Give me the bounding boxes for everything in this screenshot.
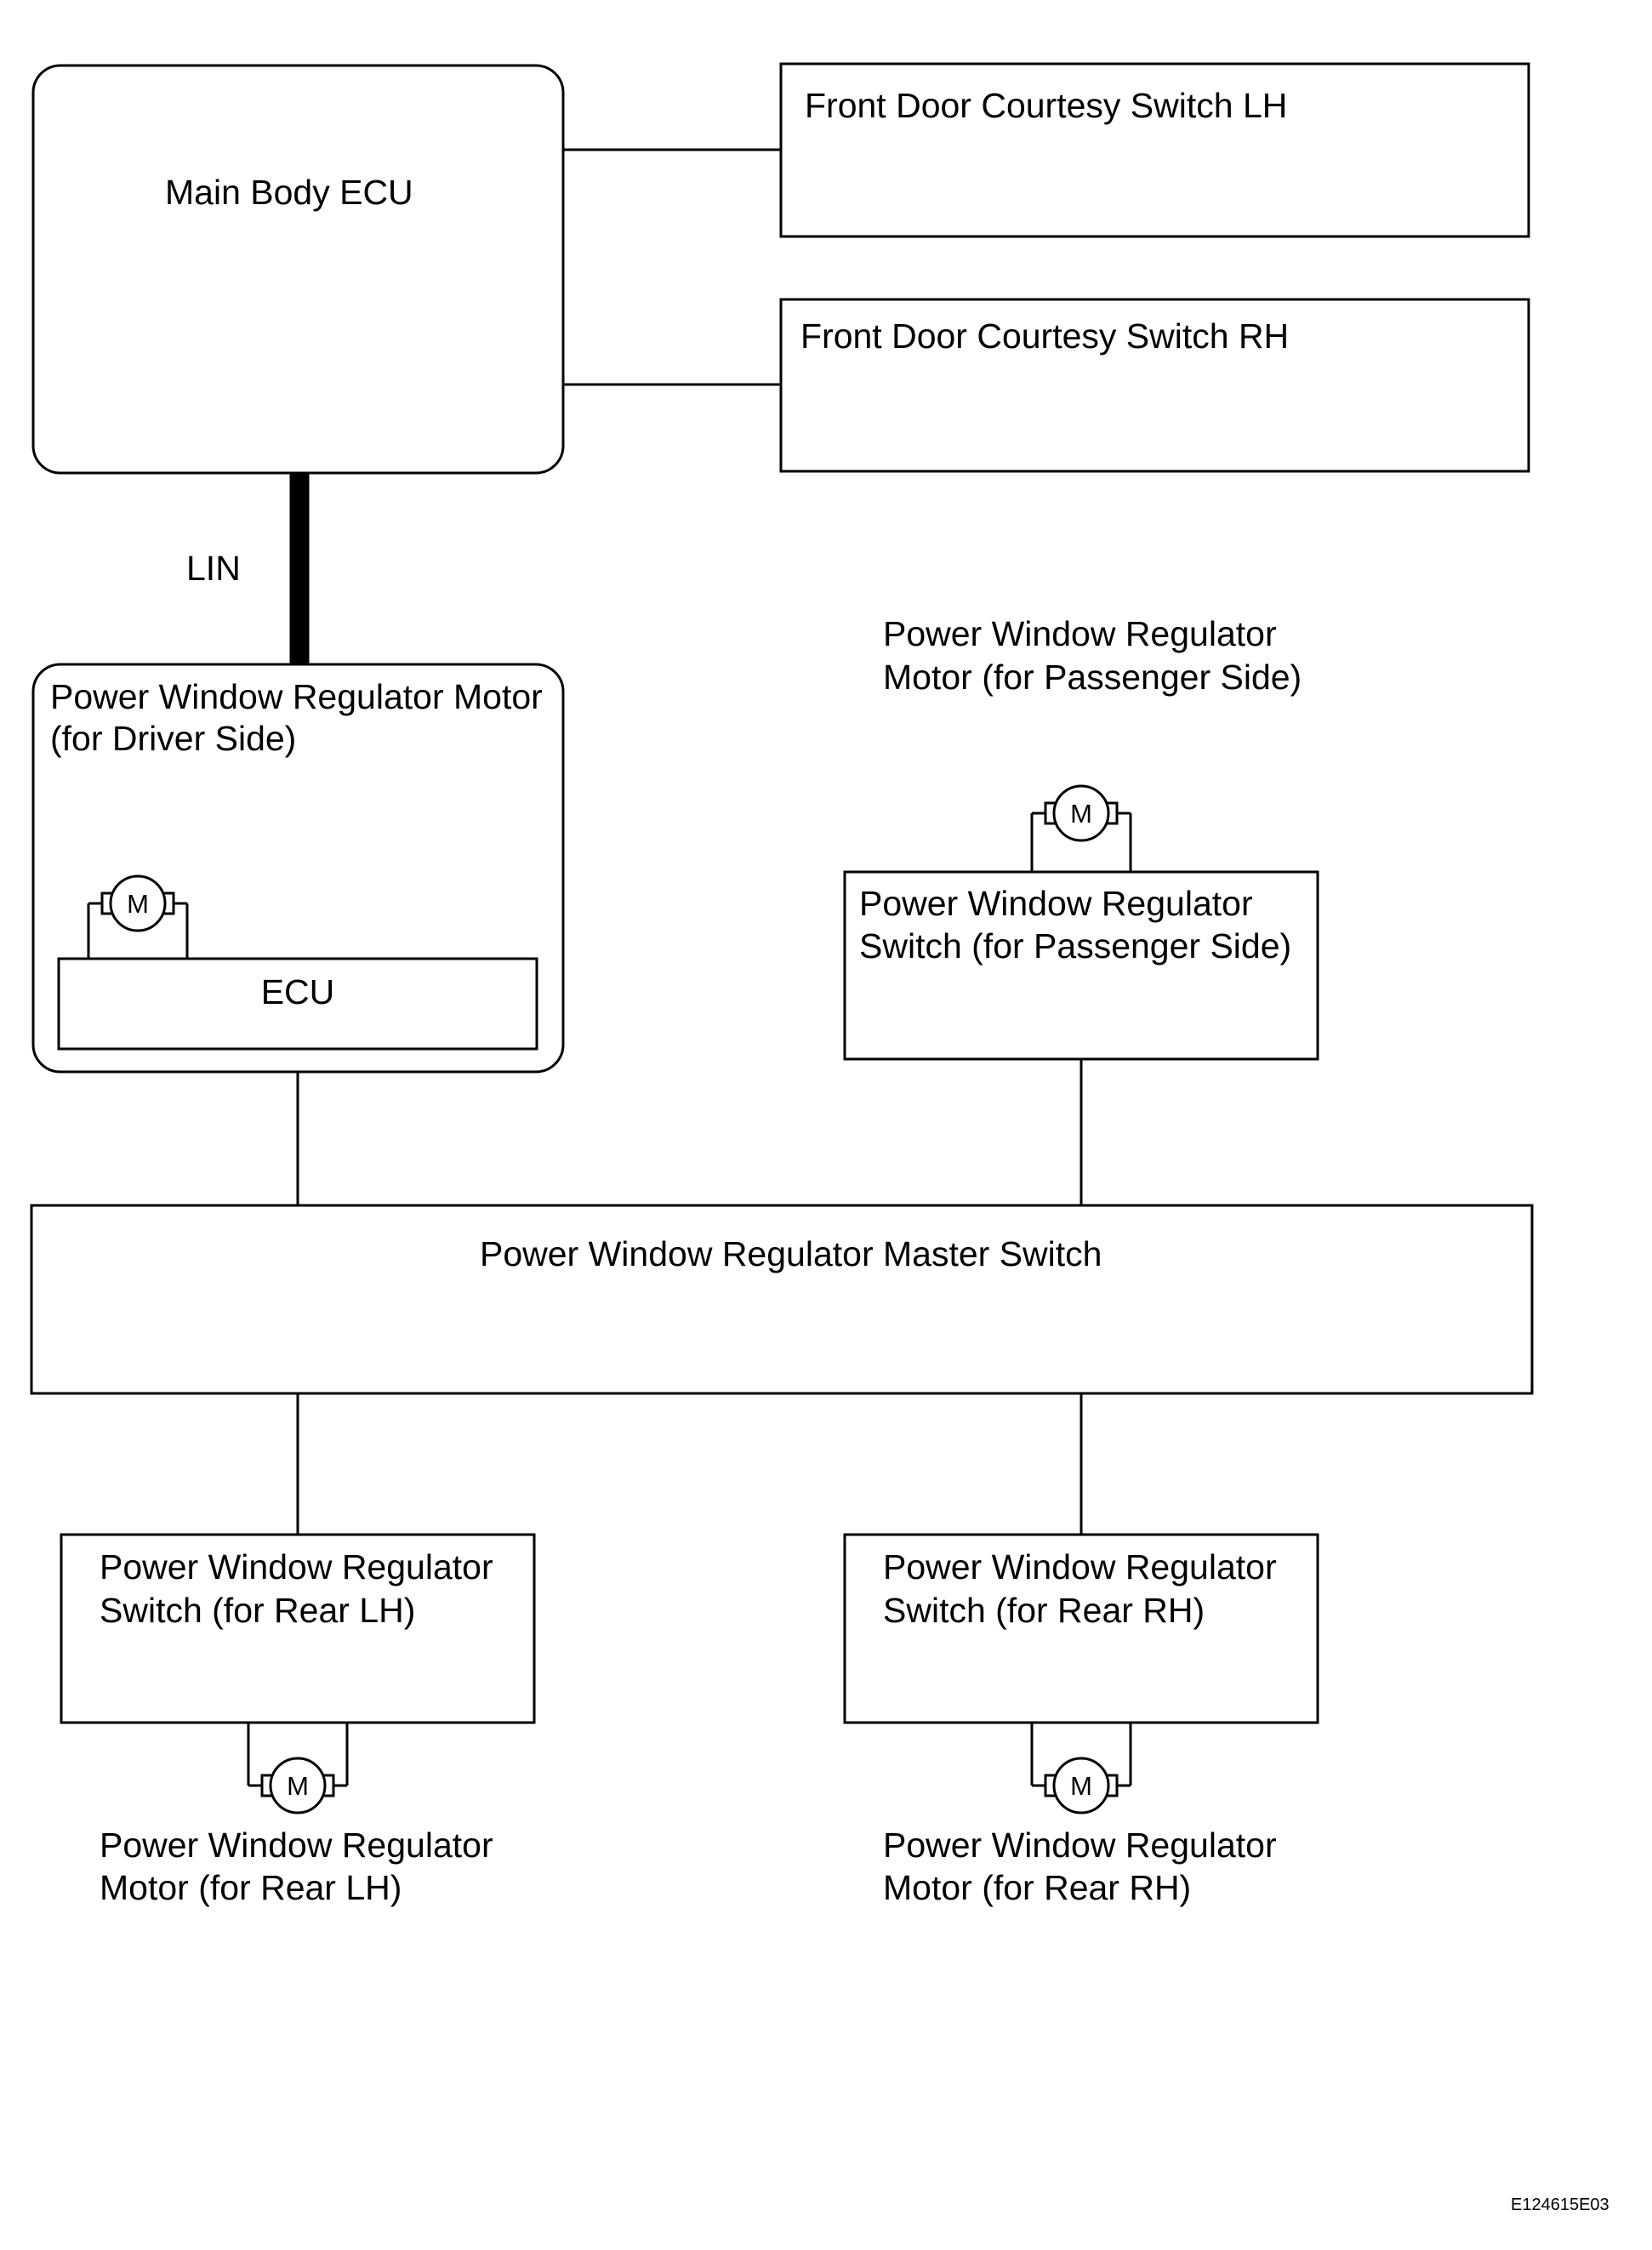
main-body-ecu-label: Main Body ECU [165,173,413,212]
rear-rh-switch-box [843,1533,1319,1724]
figure-id: E124615E03 [1511,2196,1609,2214]
motor-icon: M [1030,784,1132,872]
rear-rh-motor-label-line-2: Motor (for Rear RH) [883,1868,1191,1907]
rear-lh-switch-label-line-1: Power Window Regulator [100,1547,493,1586]
motor-symbol-label: M [287,1771,309,1801]
motor-symbol-label: M [127,889,149,919]
passenger-side-switch-label-line-1: Power Window Regulator [859,884,1253,923]
passenger-side-motor-label-line-2: Motor (for Passenger Side) [883,658,1302,697]
motor-icon: M [87,874,189,959]
rear-lh-motor-label-line-1: Power Window Regulator [100,1826,493,1865]
motor-symbol-label: M [1070,1771,1092,1801]
lin-bus-label: LIN [186,549,241,588]
master-switch-box [30,1204,1534,1395]
driver-side-motor-label-line-2: (for Driver Side) [50,719,296,758]
rear-lh-switch-box [60,1533,536,1724]
passenger-side-motor-label-line-1: Power Window Regulator [883,614,1277,653]
motor-icon: M [1030,1723,1132,1814]
rear-lh-switch-label-line-2: Switch (for Rear LH) [100,1591,415,1630]
main-body-ecu-box [31,64,565,475]
rear-rh-switch-label-line-2: Switch (for Rear RH) [883,1591,1205,1630]
rear-rh-switch-label-line-1: Power Window Regulator [883,1547,1277,1586]
driver-side-motor-label-line-1: Power Window Regulator Motor [50,677,543,716]
master-switch-label: Power Window Regulator Master Switch [480,1234,1102,1273]
rear-lh-motor-label-line-2: Motor (for Rear LH) [100,1868,402,1907]
motor-symbol-label: M [1070,799,1092,829]
front-door-courtesy-switch-lh-label: Front Door Courtesy Switch LH [805,86,1287,125]
rear-rh-motor-label-line-1: Power Window Regulator [883,1826,1277,1865]
motor-icon: M [247,1723,349,1814]
driver-side-ecu-label: ECU [261,972,335,1011]
front-door-courtesy-switch-rh-label: Front Door Courtesy Switch RH [800,316,1289,356]
driver-side-ecu-box [57,957,538,1051]
passenger-side-switch-label-line-2: Switch (for Passenger Side) [859,926,1291,966]
